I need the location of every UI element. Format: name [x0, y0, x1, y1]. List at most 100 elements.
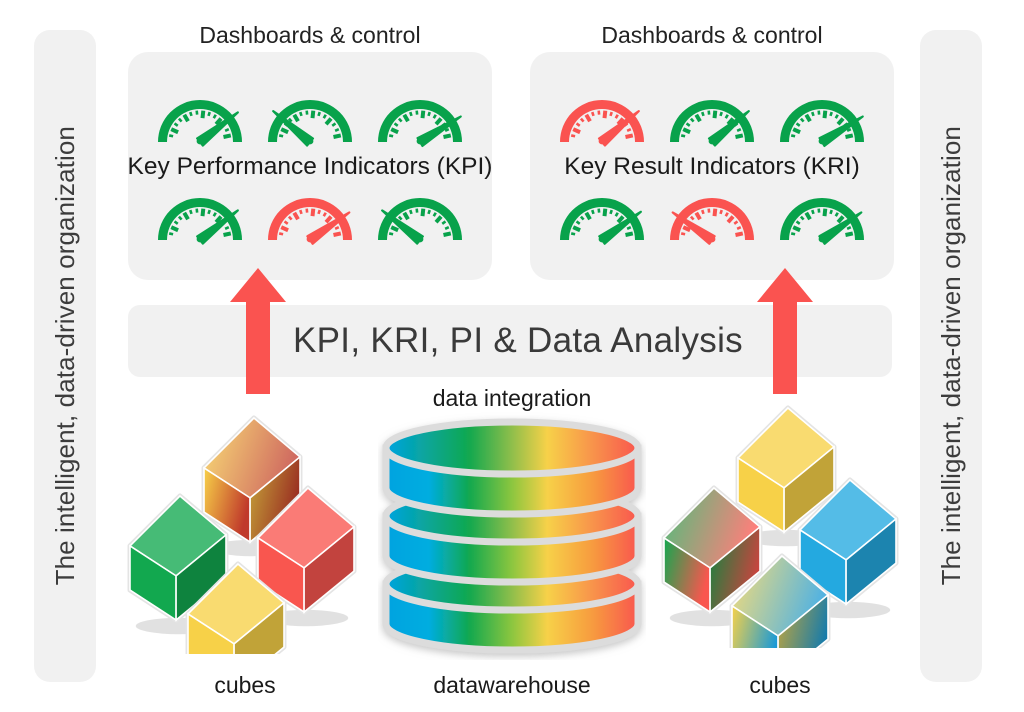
cube-face-right [709, 525, 761, 614]
gauge-tick [409, 209, 413, 215]
gauge-tick [712, 110, 718, 119]
gauge-tick [224, 226, 230, 231]
gauge-tick [173, 122, 179, 127]
gauge-green-3 [378, 100, 462, 148]
gauge-tick [214, 215, 223, 224]
gauge-arc [378, 198, 462, 240]
gauge-tick [584, 113, 592, 123]
gauge-arc [378, 100, 462, 142]
gauge-tick [441, 220, 447, 225]
up-arrow-left-icon [230, 268, 286, 394]
gauge-tick [829, 209, 833, 215]
cube-face-right [777, 593, 829, 648]
cube-yellow-blue [729, 553, 831, 648]
gauge-tick [299, 111, 303, 117]
gauge-tick [280, 225, 289, 233]
gauge-tick [845, 231, 854, 237]
gauge-tick [334, 226, 340, 231]
gauge-tick [287, 117, 293, 123]
cubes-cluster-left[interactable] [118, 404, 368, 654]
gauge-tick [811, 111, 815, 117]
gauge-tick [575, 122, 581, 127]
gauge-tick [434, 215, 443, 224]
panel-label-kri: Key Result Indicators (KRI) [564, 153, 860, 180]
gauge-tick [388, 232, 394, 236]
gauge-tick [223, 133, 232, 139]
gauge-tick [214, 117, 223, 126]
gauge-tick [420, 208, 426, 217]
gauge-tick [189, 111, 193, 117]
gauge-arc [158, 198, 242, 240]
gauge-tick [811, 209, 815, 215]
cube-face-right [303, 525, 355, 614]
gauge-tick [212, 212, 217, 217]
gauge-tick [200, 208, 206, 217]
cubes-cluster-right[interactable] [660, 398, 910, 648]
gauge-hub [416, 235, 424, 243]
gauge-tick [427, 111, 431, 117]
gauge-tick [616, 215, 625, 224]
side-panel-left-label: The intelligent, data-driven organizatio… [49, 126, 80, 586]
gauge-tick [280, 127, 289, 135]
gauge-tick [570, 134, 576, 138]
cube-rainbow [201, 415, 303, 557]
gauge-tick [170, 127, 179, 135]
gauge-red-2 [670, 198, 754, 245]
gauge-tick [443, 133, 452, 139]
gauge-tick [420, 110, 426, 119]
gauge-tick [390, 127, 399, 135]
gauge-tick [409, 111, 413, 117]
gauge-tick [836, 215, 845, 224]
datawarehouse-cylinder[interactable] [378, 412, 646, 660]
gauge-tick [283, 220, 289, 225]
gauge-arc [560, 100, 644, 142]
gauge-tick [736, 128, 742, 133]
gauge-tick [572, 127, 581, 135]
gauge-tick [402, 113, 410, 123]
gauge-tick [322, 114, 327, 119]
gauge-tick [625, 231, 634, 237]
cube-face-right [783, 445, 835, 534]
gauge-hub [598, 235, 606, 243]
cube-green-red [661, 485, 763, 627]
gauge-row-kpi-top [145, 85, 475, 149]
gauge-hub [306, 137, 314, 145]
cubes-right-label: cubes [749, 672, 811, 698]
gauge-tick [846, 226, 852, 231]
gauge-red-1 [560, 100, 644, 147]
gauge-tick [177, 117, 183, 123]
gauge-hub [708, 235, 716, 243]
gauge-hub [196, 137, 204, 145]
gauge-tick [182, 113, 190, 123]
gauge-tick [792, 225, 801, 233]
gauge-tick [602, 208, 608, 217]
cubes-left-label: cubes [214, 672, 276, 698]
gauge-arc [560, 198, 644, 240]
gauge-tick [278, 232, 284, 236]
cube-face-right [233, 601, 285, 654]
gauge-tick [626, 226, 632, 231]
gauge-green-3 [780, 198, 864, 245]
cube-face-left [731, 604, 779, 648]
gauge-tick [790, 134, 796, 138]
gauge-tick [735, 133, 744, 139]
dashboard-panel-kri[interactable]: Key Result Indicators (KRI) [530, 52, 894, 280]
gauge-row-kri-top [547, 85, 877, 149]
gauge-tick [324, 215, 333, 224]
gauge-tick [278, 134, 284, 138]
dashboard-panel-kpi[interactable]: Key Performance Indicators (KPI) [128, 52, 492, 280]
gauge-tick [333, 231, 342, 237]
gauge-tick [795, 122, 801, 127]
cube-face-left [187, 612, 235, 654]
gauge-tick [790, 232, 796, 236]
gauge-arc [268, 198, 352, 240]
gauge-tick [795, 220, 801, 225]
gauge-tick [292, 211, 300, 221]
gauge-tick [207, 209, 211, 215]
gauge-tick [200, 110, 206, 119]
gauge-arc [670, 100, 754, 142]
gauge-tick [614, 114, 619, 119]
gauge-tick [388, 134, 394, 138]
gauge-tick [572, 225, 581, 233]
